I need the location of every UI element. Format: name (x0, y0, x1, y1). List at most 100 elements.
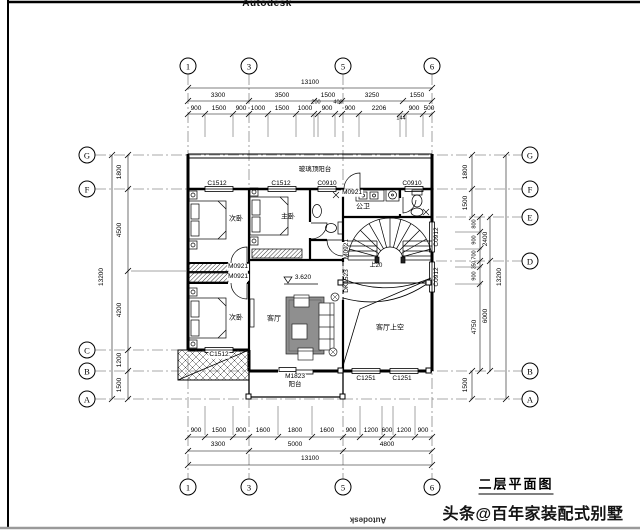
door-tag: M0921 (227, 272, 249, 281)
dim-label: 1200 (363, 426, 379, 434)
dim-label: 900 (190, 104, 202, 112)
dim-label: 900 (471, 235, 478, 245)
window-tag: C1512 (207, 179, 227, 187)
dim-label: 900 (321, 104, 333, 112)
dim-label: 1500 (320, 91, 336, 99)
window-tag: C1512 (208, 350, 230, 359)
dim-label: 800 (471, 219, 478, 229)
autodesk-watermark-top: Autodesk (242, 0, 292, 9)
room-label: 客厅 (267, 315, 281, 323)
room-label: 阳台 (287, 380, 303, 389)
dim-label: 1500 (211, 426, 227, 434)
dim-label: 1200 (396, 426, 412, 434)
grid-bubble-3: 3 (240, 478, 258, 496)
dim-label: 900 (190, 426, 202, 434)
spiral-stair (347, 217, 433, 264)
grid-bubble-E: E (521, 208, 539, 226)
dim-label: 600 (381, 426, 393, 434)
dim-label: 3300 (210, 91, 226, 99)
dim-label: 1600 (319, 426, 335, 434)
grid-bubble-A: A (78, 390, 96, 408)
room-label: 主卧 (281, 213, 295, 221)
grid-bubble-5: 5 (334, 478, 352, 496)
window-tag: C0912 (432, 227, 440, 247)
dim-label: 3300 (210, 440, 226, 448)
dim-label: 350 (471, 260, 478, 270)
grid-bubble-3: 3 (240, 57, 258, 75)
grid-bubble-6: 6 (423, 478, 441, 496)
grid-bubble-F: F (521, 180, 539, 198)
dim-label: 144 (396, 115, 406, 122)
dim-label: 13200 (97, 267, 105, 287)
dim-label: 13200 (495, 267, 503, 287)
dim-label: 1500 (274, 104, 290, 112)
dim-label: 500 (423, 104, 435, 112)
grid-bubble-G: G (521, 146, 539, 164)
bed-furniture (188, 187, 289, 349)
room-label: 次卧 (229, 314, 243, 322)
opening-tag: DK1523 (342, 269, 350, 293)
level-label: 3.620 (294, 273, 312, 281)
stair-label: 上20 (369, 263, 383, 269)
dim-label: 2206 (371, 104, 387, 112)
grid-bubble-1: 1 (179, 57, 197, 75)
balcony-terrace (177, 349, 344, 398)
columns (245, 279, 432, 400)
dim-label: 900 (345, 426, 357, 434)
dim-label: 4200 (115, 302, 123, 318)
sliding-door (278, 367, 314, 375)
dim-label: 3250 (364, 91, 380, 99)
room-label: 公卫 (356, 203, 370, 211)
window-tag: C1251 (392, 374, 412, 382)
dim-label: 900 (471, 271, 478, 281)
dim-label: 4500 (115, 222, 123, 238)
dim-label: 2400 (481, 231, 489, 247)
room-label: 客厅上空 (376, 324, 404, 332)
dim-label: 1500 (461, 377, 469, 393)
dim-label: 1500 (211, 104, 227, 112)
dim-label: 900 (235, 104, 247, 112)
room-label: 次卧 (229, 215, 243, 223)
grid-bubble-D: D (521, 252, 539, 270)
dim-label: 1800 (461, 164, 469, 180)
door-tag: M0921 (227, 262, 249, 271)
dim-label: 900 (408, 104, 420, 112)
dim-label: 1600 (255, 426, 271, 434)
dim-label: 1800 (287, 426, 303, 434)
dim-label: 1800 (115, 164, 123, 180)
grid-bubble-C: C (78, 341, 96, 359)
dim-label: 1000 (297, 104, 313, 112)
door-tag: M1823 (284, 372, 306, 381)
dim-label: 4750 (470, 319, 478, 335)
grid-bubble-F: F (78, 180, 96, 198)
dim-label: 6000 (481, 308, 489, 324)
dim-label: 200 (311, 99, 321, 106)
dim-label: 3500 (274, 91, 290, 99)
grid-bubble-B: B (78, 362, 96, 380)
dim-label: 13100 (300, 454, 320, 462)
door-tag: M0921 (341, 188, 363, 197)
window-tag: C0912 (432, 267, 440, 287)
window-tag: C1251 (356, 374, 376, 382)
autodesk-watermark-bottom: Autodesk (349, 515, 387, 525)
window-tag: C0910 (402, 179, 422, 187)
dim-label: 400 (333, 99, 343, 106)
dim-label: 4800 (379, 440, 395, 448)
window-tag: C1512 (271, 179, 291, 187)
dim-label: 1200 (115, 352, 123, 368)
grid-bubble-G: G (78, 146, 96, 164)
void-curves (342, 277, 432, 367)
dim-label: 1500 (461, 195, 469, 211)
dim-label: 1500 (115, 377, 123, 393)
sheet-title: 二层平面图 (478, 474, 554, 495)
sofa-group (249, 292, 340, 361)
grid-bubble-5: 5 (334, 57, 352, 75)
grid-bubble-A: A (521, 390, 539, 408)
grid-bubble-1: 1 (179, 478, 197, 496)
brand-watermark: 头条@百年家装配式别墅 (442, 506, 624, 523)
windows (204, 186, 435, 375)
level-marker (283, 276, 318, 285)
